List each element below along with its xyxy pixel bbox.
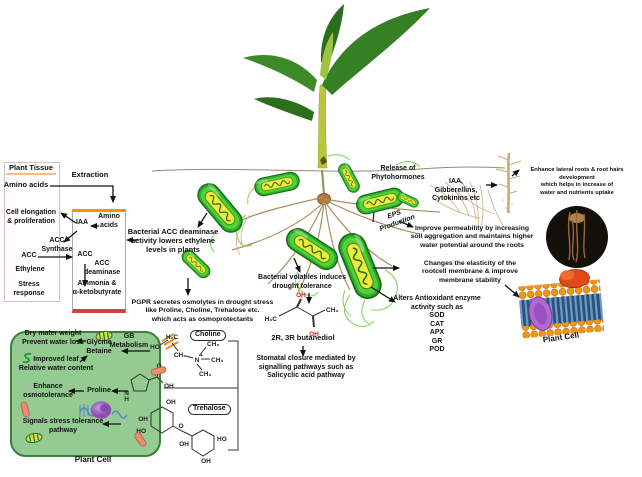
oh-label: OH — [166, 399, 176, 406]
root-photo-circle — [546, 206, 608, 268]
choline-structure: HO H₂C CH₂ N + CH₃ CH₃ CH₃ — [150, 333, 223, 378]
bacterium — [252, 170, 302, 198]
stress-response-label: Stress response — [13, 281, 45, 297]
ch3-label: CH₃ — [211, 357, 223, 364]
membrane-protein-purple — [528, 296, 553, 331]
soil-line — [151, 166, 506, 172]
ch3-label: CH₃ — [199, 371, 211, 378]
acc-left-label: ACC — [21, 252, 37, 259]
butanediol-structure: OH H₃C CH₃ OH — [265, 292, 339, 338]
pgpr-osmolytes-note: PGPR secretes osmolytes in drought stres… — [131, 299, 274, 323]
bacterium — [334, 229, 386, 303]
ch2-label: CH₂ — [174, 352, 186, 359]
permeability-note: Improve permeability by increasing soil … — [410, 225, 534, 249]
lateral-roots-note: Enhance lateral roots & root hairs devel… — [530, 167, 624, 196]
plant-cell-right-caption: Plant Cell — [542, 330, 580, 345]
membrane-protein-core — [533, 302, 547, 325]
gb-metabolism-label: GB Metabolism — [109, 333, 149, 349]
hormones-list: IAA, Gibberellins, Cytokinins etc — [432, 178, 480, 203]
ammonia-label: Ammonia & α-ketobutyrate — [72, 280, 122, 296]
orange-stripes-icon — [161, 333, 179, 350]
h2c-label: H₂C — [166, 334, 179, 341]
antioxidant-note: Alters Antioxidant enzyme activity such … — [393, 295, 481, 311]
n-label: N — [195, 357, 200, 364]
plant-cell-left-caption: Plant Cell — [74, 455, 112, 464]
oh-label: OH — [296, 292, 306, 299]
acc-deaminase-label: ACC deaminase — [84, 260, 121, 276]
amino-acids-box-label: Amino acids — [98, 213, 120, 229]
choline-oval-label: Choline — [190, 330, 226, 341]
oh-label: OH — [179, 441, 189, 448]
enzyme-list: SOD CAT APX GR POD — [429, 312, 445, 354]
stomatal-note: Stomatal closure mediated by signalling … — [256, 355, 356, 380]
plus-label: + — [200, 353, 203, 359]
amino-acids-label: Amino acids — [3, 180, 49, 189]
acc-pathway-box — [72, 209, 126, 313]
volatiles-note: Bacterial volatiles induces drought tole… — [258, 274, 346, 290]
ethylene-label: Ethylene — [15, 266, 45, 273]
acc-synthase-label: ACC Synthase — [41, 237, 73, 253]
oh-label: OH — [201, 458, 211, 465]
corn-seedling — [243, 4, 430, 169]
plant-tissue-panel — [4, 162, 60, 302]
extraction-label: Extraction — [71, 170, 109, 179]
membrane-protein-red — [559, 269, 590, 289]
ch3-label: CH₃ — [207, 341, 219, 348]
o-label: O — [178, 423, 183, 430]
osmolyte-bracket — [164, 340, 239, 451]
signals-label: Signals stress tolerance pathway — [22, 418, 104, 434]
acc-box-label: ACC — [77, 251, 93, 258]
ch3-label: CH₃ — [326, 307, 338, 314]
trehalose-oval-label: Trehalose — [188, 404, 231, 415]
iaa-label: IAA — [75, 219, 89, 226]
cell-elongation-label: Cell elongation & proliferation — [5, 209, 57, 225]
oh-label: OH — [164, 383, 174, 390]
lipid-tails — [519, 293, 604, 328]
acc-deaminase-note: Bacterial ACC deaminase activity lowers … — [127, 227, 219, 255]
improved-leaf-label: Improved leaf Relative water content — [18, 356, 94, 372]
elasticity-note: Changes the elasticity of the rootcell m… — [422, 260, 518, 284]
glycine-betaine-label: Glycine Betaine — [86, 339, 112, 355]
dry-matter-label: Dry mater weight Prevent water loss — [22, 330, 84, 346]
ho-label: HO — [217, 436, 227, 443]
seed — [317, 193, 331, 205]
enhance-osmotolerance-label: Enhance osmotolerance — [23, 383, 73, 399]
release-phytohormones-label: Release of Phytohormones — [371, 165, 425, 181]
plant-tissue-title: Plant Tissue — [6, 163, 56, 176]
proline-label: Proline — [87, 387, 111, 394]
bacterium — [281, 223, 343, 275]
membrane-protein-red-highlight — [560, 270, 575, 281]
butanediol-label: 2R, 3R butanediol — [271, 333, 335, 342]
bacterium — [336, 161, 362, 195]
